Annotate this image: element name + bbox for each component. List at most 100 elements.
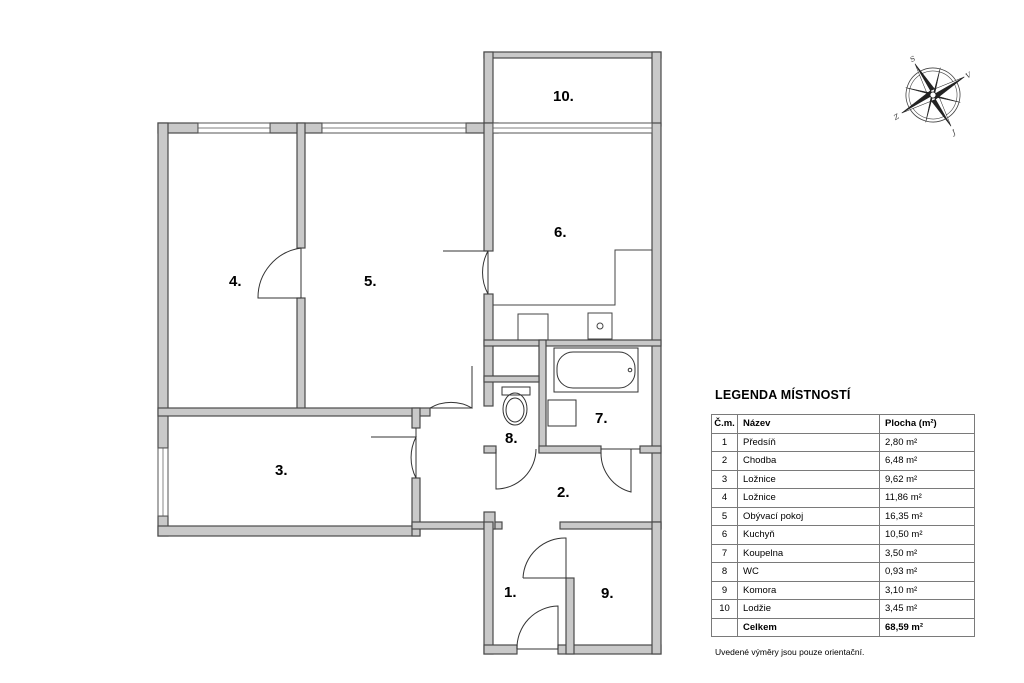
wall — [651, 51, 662, 127]
room-label-5: 5. — [364, 273, 377, 290]
wall — [411, 521, 503, 530]
legend-cell-number: 3 — [711, 469, 738, 489]
bathtub-inner — [556, 351, 636, 389]
bath-sink — [547, 399, 577, 427]
legend-cell-area: 3,45 m² — [879, 599, 975, 619]
legend-note: Uvedené výměry jsou pouze orientační. — [715, 647, 865, 657]
legend-cell-number: 8 — [711, 562, 738, 582]
wall — [483, 339, 662, 347]
legend-cell-number: 5 — [711, 506, 738, 526]
legend-cell-name: Koupelna — [737, 543, 880, 563]
room-label-1: 1. — [504, 584, 517, 601]
legend-cell-area: 11,86 m² — [879, 488, 975, 508]
legend-cell-number — [711, 617, 738, 637]
wall — [538, 445, 602, 454]
door-swing — [429, 366, 473, 409]
legend-cell-number: 6 — [711, 525, 738, 545]
compass-rose-icon: S J V Z — [892, 55, 974, 138]
wall — [483, 293, 494, 407]
legend-cell-number: 10 — [711, 599, 738, 619]
compass-letter: Z — [892, 112, 901, 122]
wall — [483, 51, 494, 127]
legend-header-row: Č.m. Název Plocha (m²) — [711, 414, 975, 434]
room-label-8: 8. — [505, 430, 518, 447]
legend-cell-number: 9 — [711, 580, 738, 600]
wall — [483, 445, 497, 454]
room-label-4: 4. — [229, 273, 242, 290]
wall — [483, 51, 662, 59]
legend-cell-area: 3,10 m² — [879, 580, 975, 600]
legend-cell-name: Obývací pokoj — [737, 506, 880, 526]
room-label-6: 6. — [554, 224, 567, 241]
toilet-tank — [501, 386, 531, 396]
wall — [651, 521, 662, 655]
legend-cell-name: Chodba — [737, 451, 880, 471]
bathtub — [553, 347, 639, 393]
room-label-3: 3. — [275, 462, 288, 479]
legend-cell-name: Celkem — [737, 617, 880, 637]
wall — [483, 521, 494, 655]
wall — [483, 122, 494, 252]
room-label-7: 7. — [595, 410, 608, 427]
legend-cell-name: Komora — [737, 580, 880, 600]
legend-cell-name: Lodžie — [737, 599, 880, 619]
room-label-9: 9. — [601, 585, 614, 602]
door-swing — [516, 605, 559, 650]
wall — [639, 445, 662, 454]
wall — [157, 122, 169, 449]
legend-cell-area: 16,35 m² — [879, 506, 975, 526]
legend-cell-name: Předsíň — [737, 432, 880, 452]
wall — [651, 122, 662, 530]
door-swing — [443, 250, 489, 295]
wall — [483, 375, 540, 383]
wall — [559, 521, 662, 530]
door-swing — [600, 448, 640, 493]
kitchen-sink — [587, 312, 613, 340]
legend-header-name: Název — [737, 414, 880, 434]
wall — [269, 122, 323, 134]
fridge — [492, 345, 540, 377]
wall — [411, 407, 421, 429]
legend-header-area: Plocha (m²) — [879, 414, 975, 434]
legend-cell-name: WC — [737, 562, 880, 582]
legend-title: LEGENDA MÍSTNOSTÍ — [715, 388, 851, 402]
legend-cell-area: 6,48 m² — [879, 451, 975, 471]
room-label-2: 2. — [557, 484, 570, 501]
legend-cell-name: Ložnice — [737, 488, 880, 508]
legend-cell-area: 9,62 m² — [879, 469, 975, 489]
room-label-10: 10. — [553, 88, 574, 105]
wall — [157, 525, 421, 537]
compass-letter: J — [949, 128, 958, 138]
legend-cell-number: 7 — [711, 543, 738, 563]
legend-cell-area: 2,80 m² — [879, 432, 975, 452]
legend-cell-area: 68,59 m² — [879, 617, 975, 637]
legend-cell-name: Ložnice — [737, 469, 880, 489]
door-swing — [257, 247, 302, 299]
stove — [517, 313, 549, 341]
wall — [538, 339, 547, 453]
wall — [296, 122, 306, 249]
wall — [296, 297, 306, 411]
wall — [565, 577, 575, 655]
compass-letter: V — [964, 70, 973, 80]
legend-cell-area: 0,93 m² — [879, 562, 975, 582]
door-swing — [371, 428, 417, 479]
door-swing — [522, 537, 567, 579]
legend-cell-name: Kuchyň — [737, 525, 880, 545]
room-legend: LEGENDA MÍSTNOSTÍ Č.m. Název Plocha (m²)… — [711, 388, 976, 657]
wall — [157, 407, 431, 417]
legend-cell-area: 3,50 m² — [879, 543, 975, 563]
legend-cell-number: 2 — [711, 451, 738, 471]
